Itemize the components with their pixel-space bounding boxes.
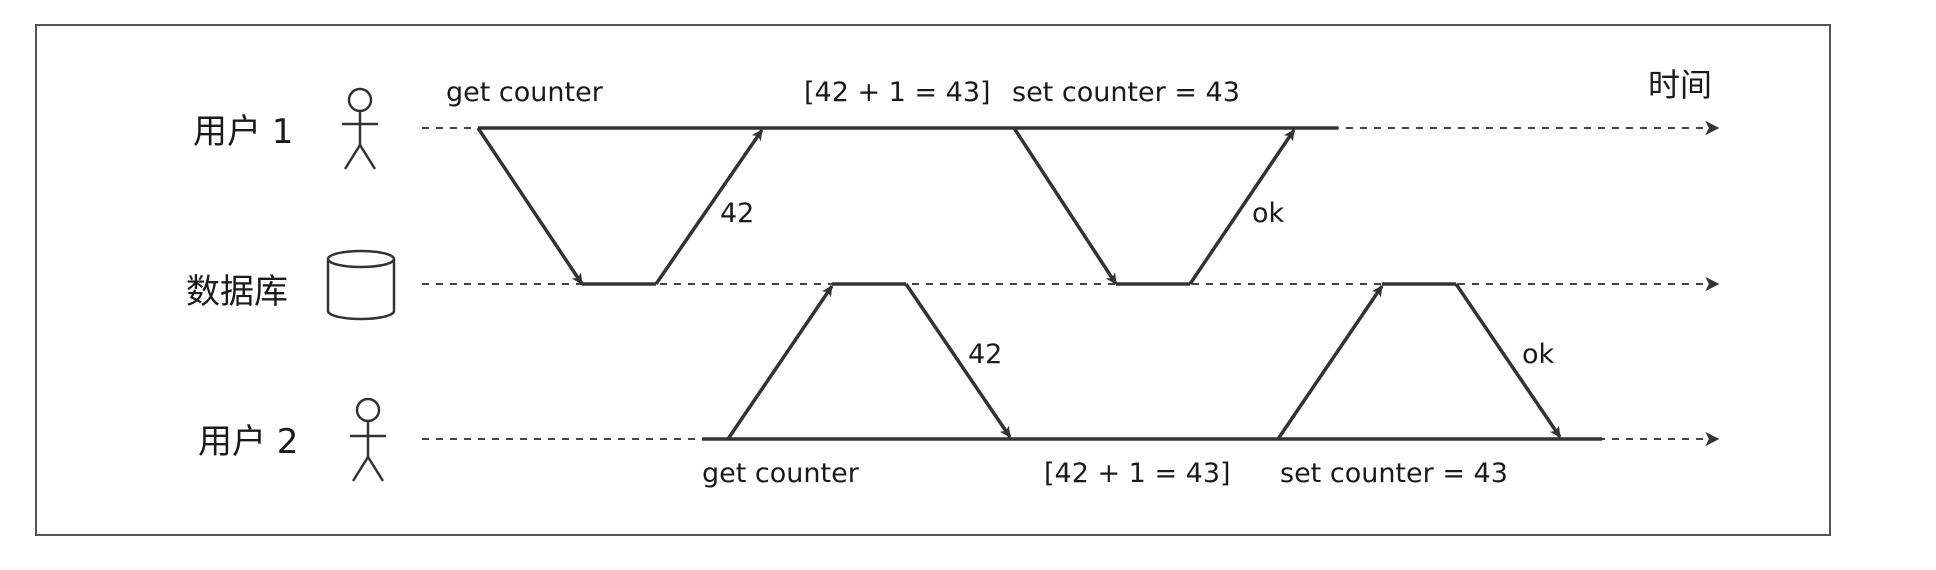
user1-reply-get-label: 42 xyxy=(720,198,754,229)
user1-set-response-arrow xyxy=(1188,129,1296,285)
user1-get-request-arrow xyxy=(476,127,584,285)
user2-get-counter-label: get counter xyxy=(702,458,860,489)
time-axis-label: 时间 xyxy=(1648,66,1712,104)
user2-compute-label: [42 + 1 = 43] xyxy=(1044,458,1231,489)
user2-set-request-arrow xyxy=(1276,285,1384,440)
user2-get-response-arrow xyxy=(904,283,1012,438)
lane-label-database: 数据库 xyxy=(186,272,288,312)
user1-get-response-arrow xyxy=(654,129,764,285)
lane-label-user1: 用户 1 xyxy=(193,112,293,152)
user1-set-counter-label: set counter = 43 xyxy=(1012,77,1240,108)
user1-compute-label: [42 + 1 = 43] xyxy=(804,77,991,108)
user2-person-icon xyxy=(350,397,386,482)
diagram-frame xyxy=(35,24,1831,536)
user2-reply-set-label: ok xyxy=(1522,339,1555,370)
user1-set-request-arrow xyxy=(1012,127,1118,285)
user2-reply-get-label: 42 xyxy=(968,339,1002,370)
lane-label-user2: 用户 2 xyxy=(198,422,298,462)
user1-person-icon xyxy=(342,87,378,170)
user2-set-response-arrow xyxy=(1454,283,1562,438)
database-icon xyxy=(326,249,396,321)
user1-reply-set-label: ok xyxy=(1252,198,1285,229)
user2-get-request-arrow xyxy=(726,285,834,440)
user1-get-counter-label: get counter xyxy=(446,77,604,108)
user2-set-counter-label: set counter = 43 xyxy=(1280,458,1508,489)
